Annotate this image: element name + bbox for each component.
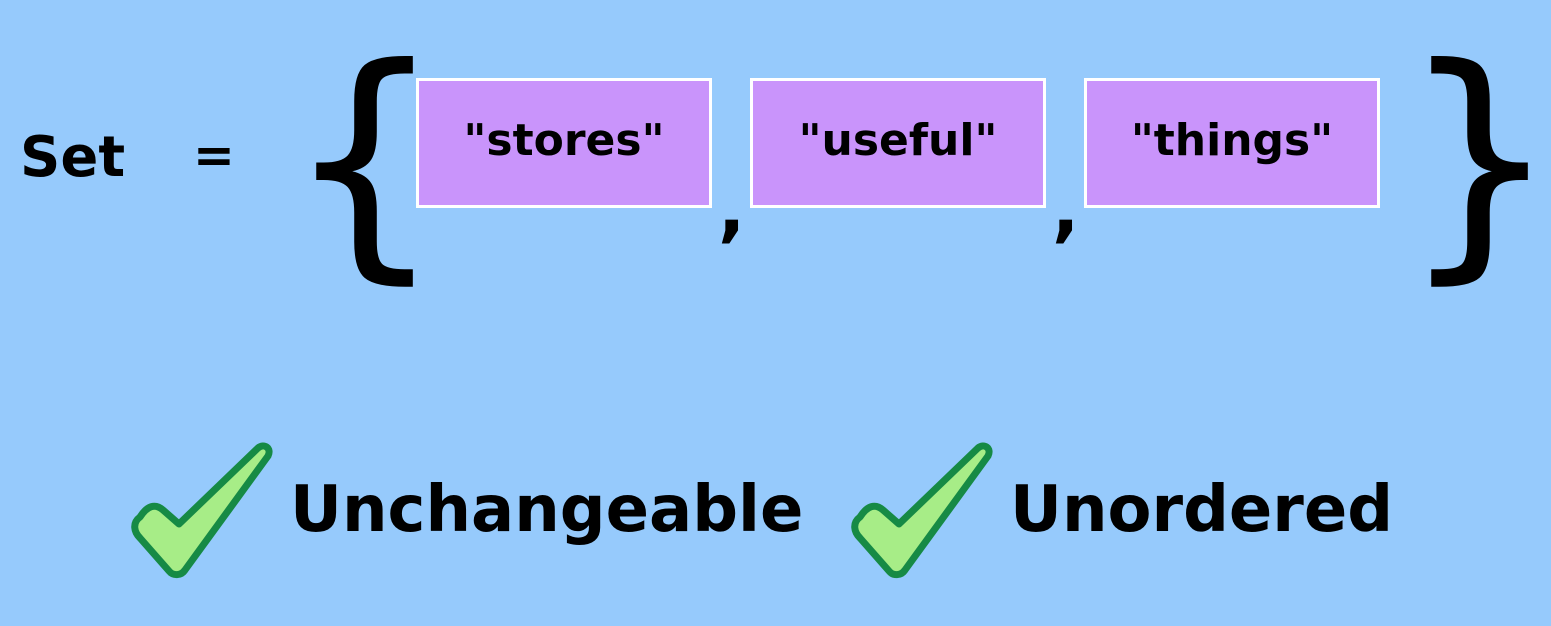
comma-separator: , bbox=[718, 166, 746, 250]
property-unchangeable: Unchangeable bbox=[290, 473, 804, 547]
set-label: Set bbox=[20, 125, 126, 190]
element-label: "things" bbox=[1130, 115, 1334, 166]
check-icon bbox=[131, 442, 273, 579]
element-label: "stores" bbox=[463, 115, 665, 166]
element-label: "useful" bbox=[798, 115, 998, 166]
check-icon bbox=[851, 442, 993, 579]
property-unordered: Unordered bbox=[1010, 473, 1394, 547]
set-element-stores: "stores" bbox=[416, 78, 712, 208]
close-brace: } bbox=[1400, 14, 1551, 305]
set-element-useful: "useful" bbox=[750, 78, 1046, 208]
comma-separator: , bbox=[1052, 166, 1080, 250]
set-element-things: "things" bbox=[1084, 78, 1380, 208]
equals-sign: = bbox=[193, 126, 235, 184]
